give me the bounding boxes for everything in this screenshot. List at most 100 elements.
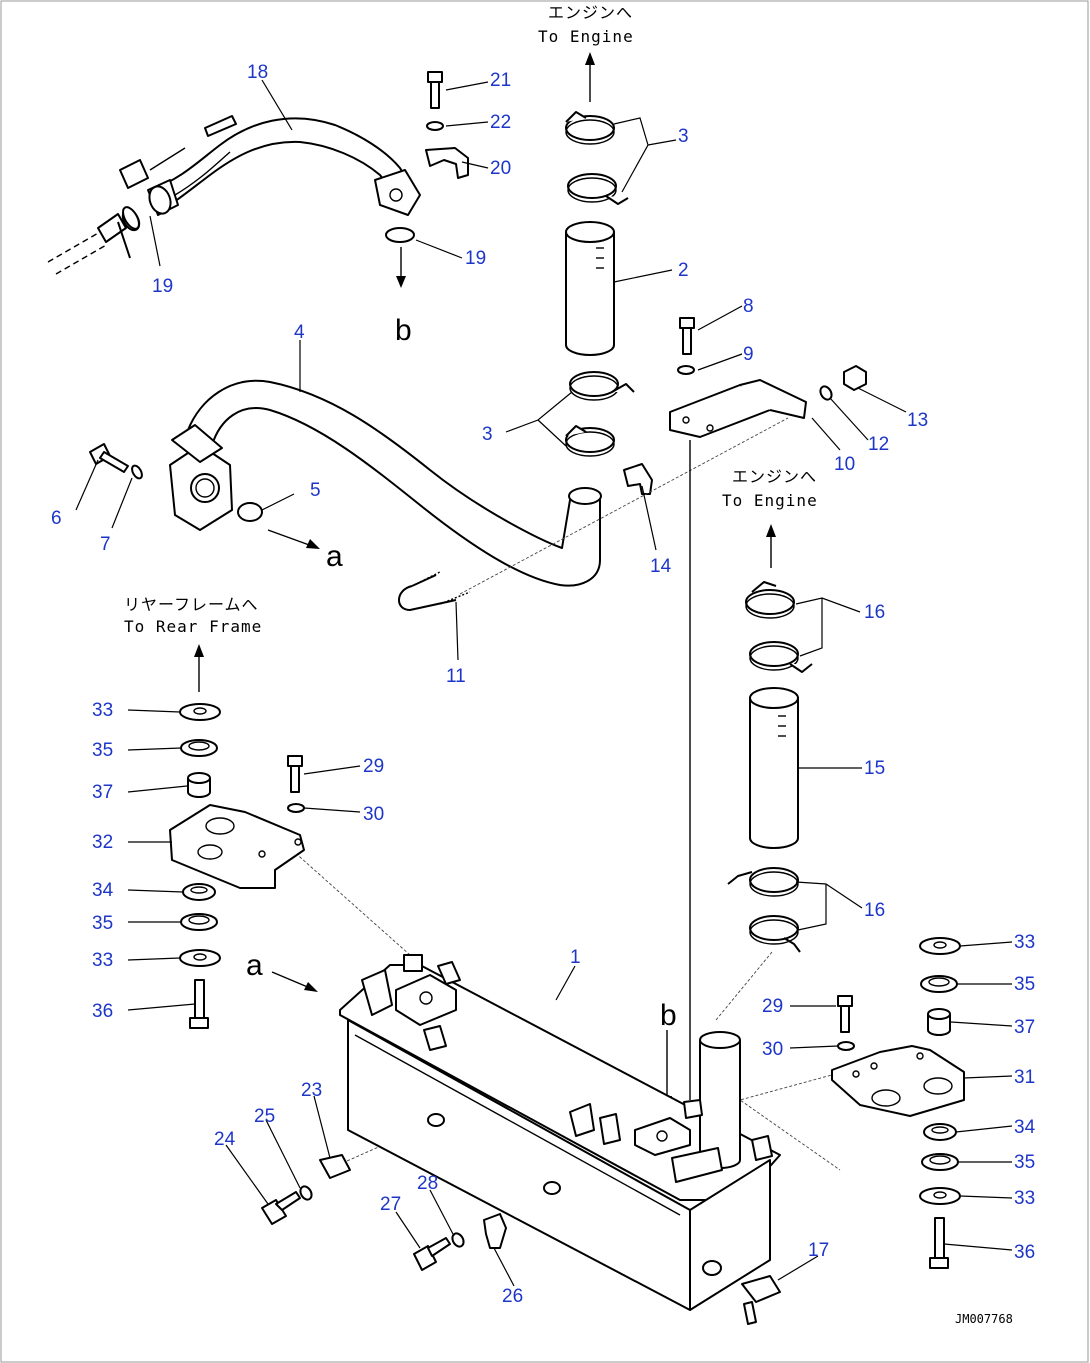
callout-7: 7 — [100, 534, 111, 555]
callout-25: 25 — [254, 1106, 275, 1127]
part-35-cushion-left-top — [180, 739, 218, 757]
part-25-washer — [299, 1185, 313, 1201]
callout-16-lower: 16 — [864, 900, 885, 921]
part-16-clamp-upper-b — [749, 641, 813, 673]
callout-3-mid: 3 — [482, 424, 493, 445]
part-9-washer — [677, 365, 695, 375]
callout-14: 14 — [650, 556, 672, 577]
callout-3-top: 3 — [678, 126, 689, 147]
part-11-u-bolt — [398, 571, 471, 611]
arrow-to-a-tank — [271, 971, 318, 992]
part-14-clip — [623, 463, 653, 495]
callout-9: 9 — [743, 344, 754, 365]
part-3-clamp-mid-b — [565, 425, 615, 457]
part-28-washer — [451, 1232, 465, 1248]
connector-label-a-mid: a — [326, 540, 343, 573]
part-19-o-ring-top — [385, 227, 415, 243]
part-33-plate-washer-right-bottom — [919, 1187, 961, 1205]
part-7-washer — [131, 464, 143, 480]
callout-19-left: 19 — [152, 276, 173, 297]
callout-31: 31 — [1014, 1067, 1035, 1088]
callout-30-left: 30 — [363, 804, 384, 825]
note-to-engine: To Engine — [538, 27, 634, 46]
callout-5: 5 — [310, 480, 321, 501]
callout-33-left-top: 33 — [92, 700, 113, 721]
note-to-engine-jp-2: エンジンへ — [732, 467, 817, 486]
part-24-bolt — [261, 1191, 301, 1225]
note-to-engine-2: To Engine — [722, 491, 818, 510]
part-36-bolt-left — [189, 979, 209, 1029]
part-29-bolt-left — [287, 755, 303, 793]
callout-17: 17 — [808, 1240, 829, 1261]
part-4-pipe — [169, 379, 602, 587]
assembly-line-11-to-10 — [459, 417, 789, 595]
arrow-up-to-engine-2 — [766, 524, 776, 568]
connector-label-a-tank: a — [246, 949, 263, 982]
note-to-rear-frame: To Rear Frame — [124, 617, 262, 636]
part-33-plate-washer-right-top — [919, 937, 961, 955]
part-15-hose — [749, 687, 799, 849]
callout-1: 1 — [570, 947, 581, 968]
callout-36-right: 36 — [1014, 1242, 1035, 1263]
part-20-clamp — [425, 147, 469, 179]
part-34-cushion-left — [182, 883, 216, 901]
part-35-cushion-right-top — [920, 975, 958, 993]
callout-35-right-bottom: 35 — [1014, 1152, 1035, 1173]
part-23-clamp — [319, 1154, 351, 1179]
callout-37-left: 37 — [92, 782, 113, 803]
part-21-bolt — [427, 71, 443, 109]
part-13-nut — [843, 365, 867, 391]
callout-26: 26 — [502, 1286, 523, 1307]
drawing-reference: JM007768 — [955, 1312, 1013, 1326]
callout-34-left: 34 — [92, 880, 114, 901]
callout-19-top: 19 — [465, 248, 486, 269]
part-22-washer — [426, 121, 444, 131]
callout-27: 27 — [380, 1194, 401, 1215]
part-33-plate-washer-left-top — [179, 703, 221, 721]
callout-32: 32 — [92, 832, 113, 853]
callout-2: 2 — [678, 260, 689, 281]
part-3-clamp-top-b — [567, 173, 629, 205]
part-8-bolt — [679, 317, 695, 355]
callout-12: 12 — [868, 434, 889, 455]
callout-21: 21 — [490, 70, 511, 91]
part-12-washer — [819, 385, 833, 401]
callout-33-right-bottom: 33 — [1014, 1188, 1035, 1209]
callout-10: 10 — [834, 454, 855, 475]
callout-13: 13 — [907, 410, 928, 431]
assembly-line-32-to-tank — [291, 849, 411, 956]
callout-18: 18 — [247, 62, 268, 83]
part-35-cushion-right-bottom — [921, 1153, 959, 1171]
arrow-to-b-top — [396, 247, 406, 288]
part-18-hose — [47, 115, 421, 275]
part-1-tank — [339, 954, 781, 1311]
callout-22: 22 — [490, 112, 511, 133]
leader-lines — [75, 79, 1013, 1287]
connector-label-b-tank: b — [660, 999, 677, 1032]
part-5-o-ring — [237, 502, 263, 522]
part-37-collar-left — [187, 772, 211, 798]
callout-16-upper: 16 — [864, 602, 885, 623]
callout-28: 28 — [417, 1173, 438, 1194]
part-32-bracket-left — [169, 804, 305, 889]
part-19-o-ring-left — [122, 206, 140, 230]
part-3-clamp-mid-a — [569, 371, 635, 401]
part-30-washer-right — [837, 1041, 855, 1051]
part-16-clamp-lower-a — [727, 867, 799, 897]
part-26-clamp — [483, 1213, 507, 1249]
arrow-up-to-rear-frame — [194, 644, 204, 692]
arrow-up-to-engine — [585, 52, 595, 102]
part-6-bolt — [89, 443, 129, 473]
part-31-bracket-right — [831, 1045, 965, 1117]
callout-36-left: 36 — [92, 1001, 113, 1022]
callout-11: 11 — [446, 666, 466, 687]
callout-33-right-top: 33 — [1014, 932, 1035, 953]
assembly-line-31-to-tank — [738, 1069, 851, 1171]
callout-30-right: 30 — [762, 1039, 783, 1060]
callout-20: 20 — [490, 158, 511, 179]
part-36-bolt-right — [929, 1217, 949, 1269]
callout-29-left: 29 — [363, 756, 384, 777]
part-2-hose — [565, 221, 615, 356]
callout-35-left-top: 35 — [92, 740, 113, 761]
